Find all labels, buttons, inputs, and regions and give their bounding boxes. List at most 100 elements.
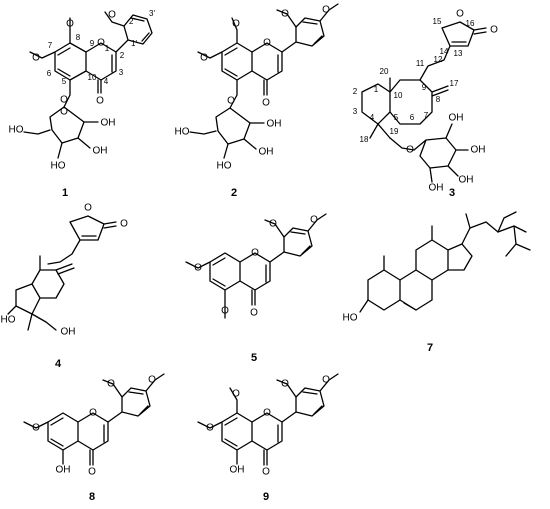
c1-num-2: 2: [120, 51, 125, 60]
c3-oh-b-label: OH: [471, 145, 486, 156]
c1-num-10: 10: [88, 73, 97, 82]
c2-oh-b-label: OH: [259, 147, 274, 158]
c2-o-5-label: O: [227, 96, 235, 107]
c3-num-17: 17: [450, 79, 459, 88]
c3-num-13: 13: [454, 49, 463, 58]
compound-7-structure: [359, 211, 531, 313]
c1-o-5-label: O: [60, 95, 68, 106]
c1-oh-b-label: OH: [93, 146, 108, 157]
c1-num-3prime: 3': [149, 9, 155, 18]
c3-num-18: 18: [360, 135, 369, 144]
compound-9-id: 9: [263, 491, 269, 503]
c9-oh-label: OH: [230, 465, 245, 476]
c1-o-8-label: O: [66, 19, 74, 30]
c4-ho-label: HO: [1, 315, 16, 326]
c3-num-5: 5: [394, 113, 399, 122]
c3-num-12: 12: [434, 55, 443, 64]
c3-oh-c-label: OH: [459, 175, 474, 186]
c4-oh-label: OH: [61, 327, 76, 338]
c5-carbonyl-o-label: O: [250, 308, 258, 319]
c3-lactone-o-label: O: [456, 9, 464, 20]
c9-o-2prime-label: O: [281, 379, 289, 390]
c4-lactone-o-label: O: [84, 203, 92, 214]
c5-o-5-label: O: [221, 306, 229, 317]
c3-num-1: 1: [374, 85, 379, 94]
c1-num-9: 9: [90, 39, 95, 48]
c1-num-8: 8: [76, 33, 81, 42]
c9-o-8-label: O: [232, 389, 240, 400]
c2-ho-b-label: HO: [217, 161, 232, 172]
c1-num-6: 6: [47, 69, 52, 78]
c5-o-2prime-label: O: [269, 219, 277, 230]
compound-4-structure: [7, 215, 117, 331]
compound-9-structure: [197, 373, 339, 466]
c3-num-14: 14: [440, 47, 449, 56]
c3-num-9: 9: [422, 83, 427, 92]
compound-2-structure: [189, 3, 339, 159]
compound-1-id: 1: [62, 187, 68, 199]
c3-num-2: 2: [353, 87, 358, 96]
compound-5-id: 5: [251, 352, 257, 364]
c3-num-6: 6: [410, 113, 415, 122]
c1-ho-label: HO: [9, 125, 24, 136]
c3-carbonyl-o-label: O: [490, 25, 498, 36]
c3-glyco-o-label: O: [406, 145, 414, 156]
compound-3-structure: [361, 21, 487, 183]
c9-o1-label: O: [263, 408, 271, 419]
c1-num-3: 3: [119, 68, 124, 77]
c2-o-2prime-label: O: [281, 9, 289, 20]
compound-2-id: 2: [231, 187, 237, 199]
c1-ho-b-label: HO: [51, 161, 66, 172]
c7-ho-label: HO: [343, 313, 358, 324]
c5-o-7-label: O: [194, 263, 202, 274]
c3-oh-a-label: OH: [449, 113, 464, 124]
c2-o-7-label: O: [200, 53, 208, 64]
c2-carbonyl-o-label: O: [262, 98, 270, 109]
compound-8-structure: [23, 373, 165, 466]
c1-carbonyl-o-label: O: [96, 96, 104, 107]
c4-carbonyl-o-label: O: [120, 219, 128, 230]
c1-o-7-label: O: [32, 53, 40, 64]
c8-carbonyl-o-label: O: [88, 467, 96, 478]
c1-o1-label: O: [97, 38, 105, 49]
c1-num-4: 4: [104, 77, 109, 86]
c1-num-5: 5: [62, 77, 67, 86]
c9-o-7-label: O: [206, 423, 214, 434]
compound-3-id: 3: [449, 187, 455, 199]
compound-7-id: 7: [427, 342, 433, 354]
c3-num-8: 8: [436, 95, 441, 104]
c1-num-2prime: 2': [129, 17, 135, 26]
c3-num-10: 10: [394, 91, 403, 100]
c1-o-2prime-label: O: [108, 10, 116, 21]
c5-o1-label: O: [251, 248, 259, 259]
c3-num-20: 20: [380, 67, 389, 76]
c3-num-11: 11: [416, 59, 425, 68]
c9-o-3prime-label: O: [322, 375, 330, 386]
c3-num-16: 16: [466, 19, 475, 28]
c3-num-15: 15: [433, 17, 442, 26]
compound-1-structure: [23, 11, 153, 159]
c2-ho-label: HO: [175, 127, 190, 138]
c5-o-3prime-label: O: [310, 215, 318, 226]
c2-o-8-label: O: [232, 19, 240, 30]
compound-5-structure: [185, 213, 327, 319]
c1-oh-a-label: OH: [101, 118, 116, 129]
c9-carbonyl-o-label: O: [262, 467, 270, 478]
c2-o1-label: O: [263, 38, 271, 49]
c1-num-7: 7: [48, 41, 53, 50]
c1-num-1prime: 1': [131, 39, 137, 48]
c8-o-3prime-label: O: [148, 375, 156, 386]
c8-oh-label: OH: [56, 465, 71, 476]
compound-4-id: 4: [55, 358, 62, 370]
c1-o-ring-label: O: [60, 107, 68, 118]
c2-o-3prime-label: O: [322, 5, 330, 16]
compound-8-id: 8: [89, 491, 95, 503]
c8-o1-label: O: [89, 408, 97, 419]
c8-o-7-label: O: [32, 423, 40, 434]
c1-num-1: 1: [105, 44, 110, 53]
c3-num-3: 3: [353, 107, 358, 116]
c8-o-2prime-label: O: [107, 379, 115, 390]
c3-num-19: 19: [390, 127, 399, 136]
c3-num-7: 7: [424, 111, 429, 120]
